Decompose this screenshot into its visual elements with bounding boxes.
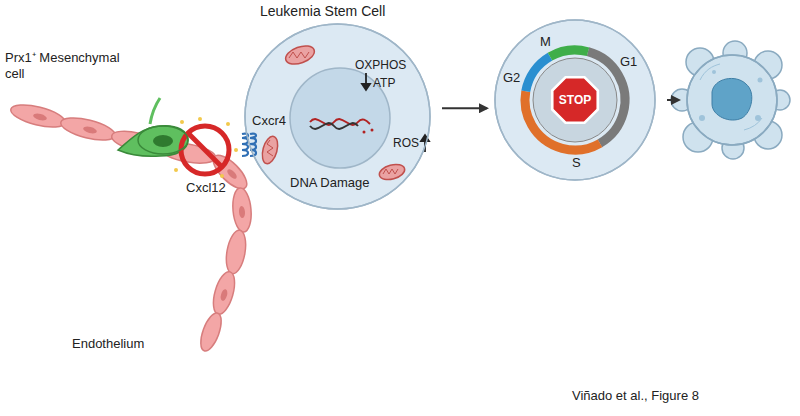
node-text: M	[540, 34, 551, 50]
outline-shape	[245, 24, 430, 209]
er-lines	[700, 64, 762, 130]
node-text: S	[572, 155, 581, 171]
node-text: ROS	[393, 136, 419, 150]
ligand-label: Cxcl12	[186, 180, 226, 196]
outline-shape	[687, 55, 777, 145]
stop-sign	[552, 77, 598, 123]
tissue-label: Endothelium	[72, 336, 144, 352]
outline-shape	[138, 126, 188, 154]
mitochondria	[260, 42, 407, 182]
cell-heading: Prx1⁺ Mesenchymal cell	[5, 50, 130, 81]
node-text: DNA Damage	[290, 175, 369, 191]
cell-cycle-ring	[507, 32, 644, 169]
leukemia-cell-body	[245, 24, 430, 209]
receptor-label: Cxcr4	[252, 113, 286, 129]
endothelium-nuclei	[32, 112, 245, 301]
no-sign	[181, 126, 229, 174]
node-text: G1	[620, 54, 637, 70]
trend-arrows	[362, 73, 429, 152]
stop-octagon: STOP	[550, 75, 600, 125]
apoptotic-cell	[671, 41, 790, 159]
apoptotic-fragments	[699, 70, 763, 121]
mesenchymal-cell-node: Prx1⁺ Mesenchymal cell	[138, 126, 188, 154]
apoptotic-cell	[687, 55, 777, 145]
dna-helix	[310, 119, 374, 133]
node-outline	[687, 55, 777, 145]
cell-heading: Leukemia Stem Cell	[260, 3, 385, 20]
outline-shape	[495, 20, 655, 180]
mesenchymal-cell	[118, 98, 188, 156]
flow-arrow	[667, 99, 679, 101]
node-outline	[138, 126, 188, 154]
node-text: G2	[503, 70, 520, 86]
arrested-cell: G2 M G1S STOP	[495, 20, 655, 180]
cycle-inner-ring	[533, 58, 617, 142]
outline-shape	[553, 78, 597, 122]
arrested-cell-body	[495, 20, 655, 180]
endothelium-cells	[9, 100, 253, 353]
node-text: OXPHOS	[355, 58, 406, 72]
apoptotic-nucleus	[712, 78, 752, 120]
node-text: STOP	[559, 93, 591, 107]
node-text: ATP	[373, 76, 395, 90]
flow-arrow	[442, 107, 487, 109]
figure-caption: Viñado et al., Figure 8	[572, 388, 699, 404]
